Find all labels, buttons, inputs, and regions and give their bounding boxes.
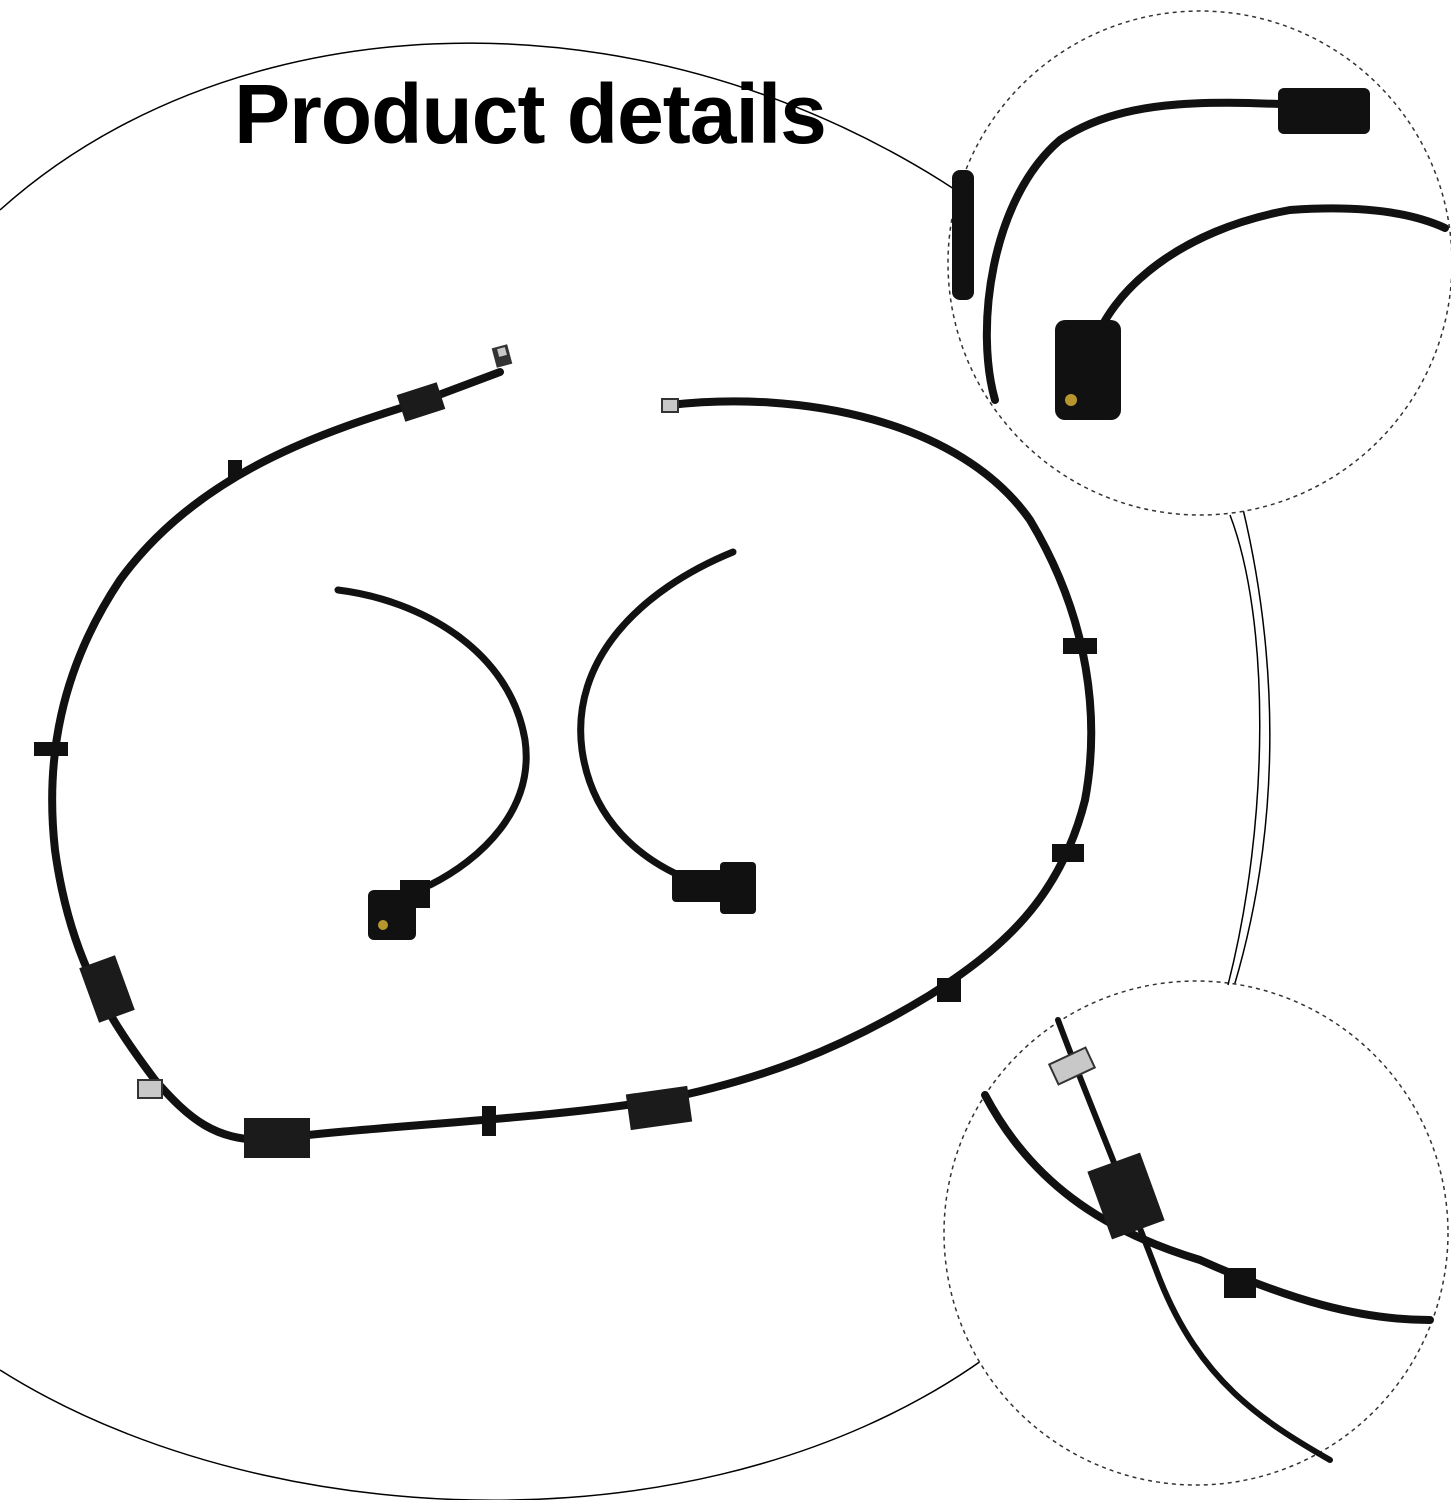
foam-sleeve [79, 955, 135, 1023]
short-hose-left [334, 586, 530, 940]
foam-sleeve [625, 1085, 693, 1131]
hose-clip [228, 460, 242, 478]
detail-view-nozzle [947, 10, 1451, 516]
detail-view-junction [943, 980, 1449, 1486]
main-hose-assembly [34, 344, 1097, 1158]
foam-sleeve [396, 382, 446, 422]
hose-clip [34, 742, 68, 756]
nozzle [672, 862, 756, 914]
hose-clip [482, 1106, 496, 1136]
hose-clip [1063, 638, 1097, 654]
hose-clip [1052, 844, 1084, 862]
nozzle [368, 880, 430, 940]
connector-line [1227, 514, 1261, 986]
foam-sleeve [244, 1118, 310, 1158]
background-ellipse [0, 42, 1271, 1500]
hose-clip [937, 978, 961, 1002]
short-hose-right [577, 548, 756, 914]
page-title: Product details [234, 67, 827, 161]
right-long-hose [261, 397, 1096, 1144]
metal-connector [137, 1079, 163, 1099]
left-long-hose [48, 368, 504, 1144]
hose-end-fitting-right [661, 398, 679, 413]
